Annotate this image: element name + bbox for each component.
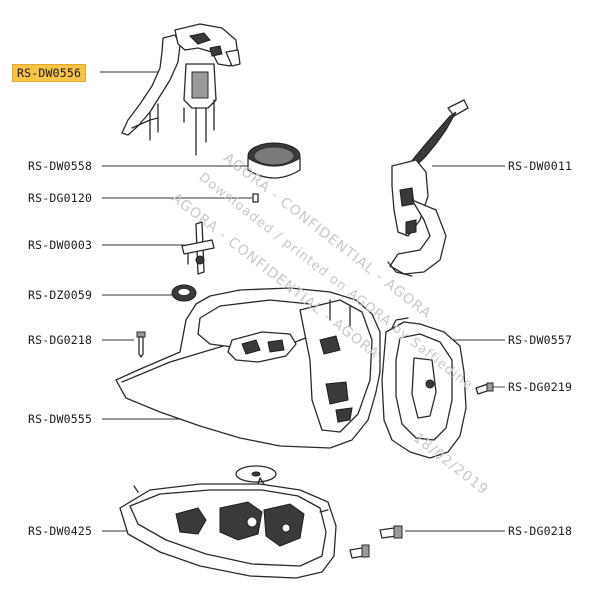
part-screws-right: [349, 525, 403, 559]
label-rs-dw0558: RS-DW0558: [28, 159, 93, 173]
label-rs-dw0556: RS-DW0556: [12, 64, 87, 82]
label-rs-dw0003: RS-DW0003: [28, 238, 93, 252]
label-rs-dg0218-left: RS-DG0218: [28, 333, 93, 347]
label-rs-dz0059: RS-DZ0059: [28, 288, 93, 302]
part-screw-dg0219: [475, 382, 494, 395]
label-rs-dw0011: RS-DW0011: [508, 159, 573, 173]
part-screw-left: [136, 331, 146, 358]
label-rs-dw0557: RS-DW0557: [508, 333, 573, 347]
part-steam-hose: [387, 99, 469, 277]
label-rs-dg0218-right: RS-DG0218: [508, 524, 573, 538]
label-rs-dw0425: RS-DW0425: [28, 524, 93, 538]
part-rear-cover: [381, 317, 467, 459]
part-soleplate: [119, 477, 337, 579]
part-disc-gasket: [235, 465, 277, 483]
label-rs-dg0120: RS-DG0120: [28, 191, 93, 205]
part-seal-ring: [171, 284, 197, 302]
part-control-assembly: [121, 23, 241, 156]
part-small-pin: [252, 193, 259, 203]
part-t-valve: [181, 221, 215, 275]
part-dial: [247, 142, 301, 179]
part-iron-body: [115, 287, 381, 449]
label-rs-dg0219: RS-DG0219: [508, 380, 573, 394]
label-rs-dw0555: RS-DW0555: [28, 412, 93, 426]
